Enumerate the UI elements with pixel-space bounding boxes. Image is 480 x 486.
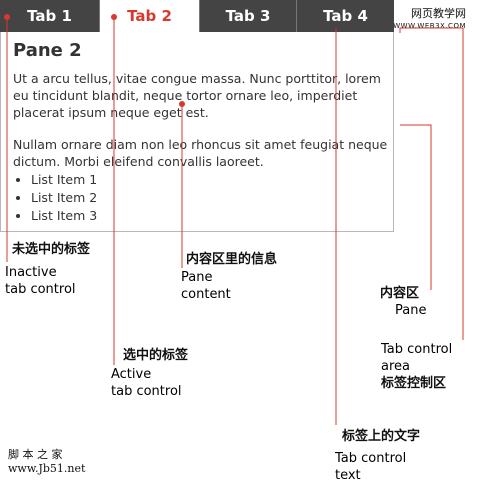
label-tab-area-en1: Tab control xyxy=(381,342,453,357)
label-active-tab-en1: Active xyxy=(111,367,152,382)
label-inactive-tab-en2: tab control xyxy=(5,282,76,297)
pane-paragraph-1: Ut a arcu tellus, vitae congue massa. Nu… xyxy=(13,71,381,120)
pane-title: Pane 2 xyxy=(13,40,82,61)
label-tab-text-cn: 标签上的文字 xyxy=(342,429,421,444)
label-pane-content-cn: 内容区里的信息 xyxy=(186,252,278,267)
tab-4[interactable]: Tab 4 xyxy=(323,7,368,25)
tab-1[interactable]: Tab 1 xyxy=(0,0,100,32)
label-pane-content-en2: content xyxy=(181,287,231,302)
label-tab-area-en2: area xyxy=(381,359,410,374)
label-pane-cn: 内容区 xyxy=(380,286,420,301)
label-tab-area-cn: 标签控制区 xyxy=(381,376,447,391)
watermark-bottom-line1: 脚 本 之 家 xyxy=(8,448,63,461)
tab-2[interactable]: Tab 2 xyxy=(100,0,199,32)
label-pane-en: Pane xyxy=(395,303,427,318)
watermark-top-line1: 网页教学网 xyxy=(411,7,466,20)
watermark-bottom-line2: www.Jb51.net xyxy=(8,462,86,475)
label-active-tab-en2: tab control xyxy=(111,384,182,399)
tab-pane: Pane 2 Ut a arcu tellus, vitae congue ma… xyxy=(0,32,394,232)
tab-bar: Tab 1 Tab 2 Tab 3 Tab 4 xyxy=(0,0,394,32)
label-pane-content-en1: Pane xyxy=(181,270,213,285)
label-tab-text-en2: text xyxy=(335,468,361,483)
label-inactive-tab-en1: Inactive xyxy=(5,265,57,280)
watermark-bottom: 脚 本 之 家 www.Jb51.net xyxy=(8,448,85,476)
label-tab-text-en1: Tab control xyxy=(335,451,407,466)
label-inactive-tab-cn: 未选中的标签 xyxy=(12,242,91,257)
pane-paragraph-2: Nullam ornare diam non leo rhoncus sit a… xyxy=(13,137,388,169)
tab-3[interactable]: Tab 3 xyxy=(199,0,297,32)
list-item: List Item 2 xyxy=(31,189,97,207)
list-item: List Item 1 xyxy=(31,171,97,189)
callout-line-pane xyxy=(400,124,432,290)
list-item: List Item 3 xyxy=(31,207,97,225)
pane-list: List Item 1 List Item 2 List Item 3 xyxy=(13,171,97,225)
label-active-tab-cn: 选中的标签 xyxy=(123,348,189,363)
watermark-top-line2: WWW.WEB3X.COM xyxy=(393,22,466,30)
watermark-top: 网页教学网 WWW.WEB3X.COM xyxy=(393,8,466,32)
